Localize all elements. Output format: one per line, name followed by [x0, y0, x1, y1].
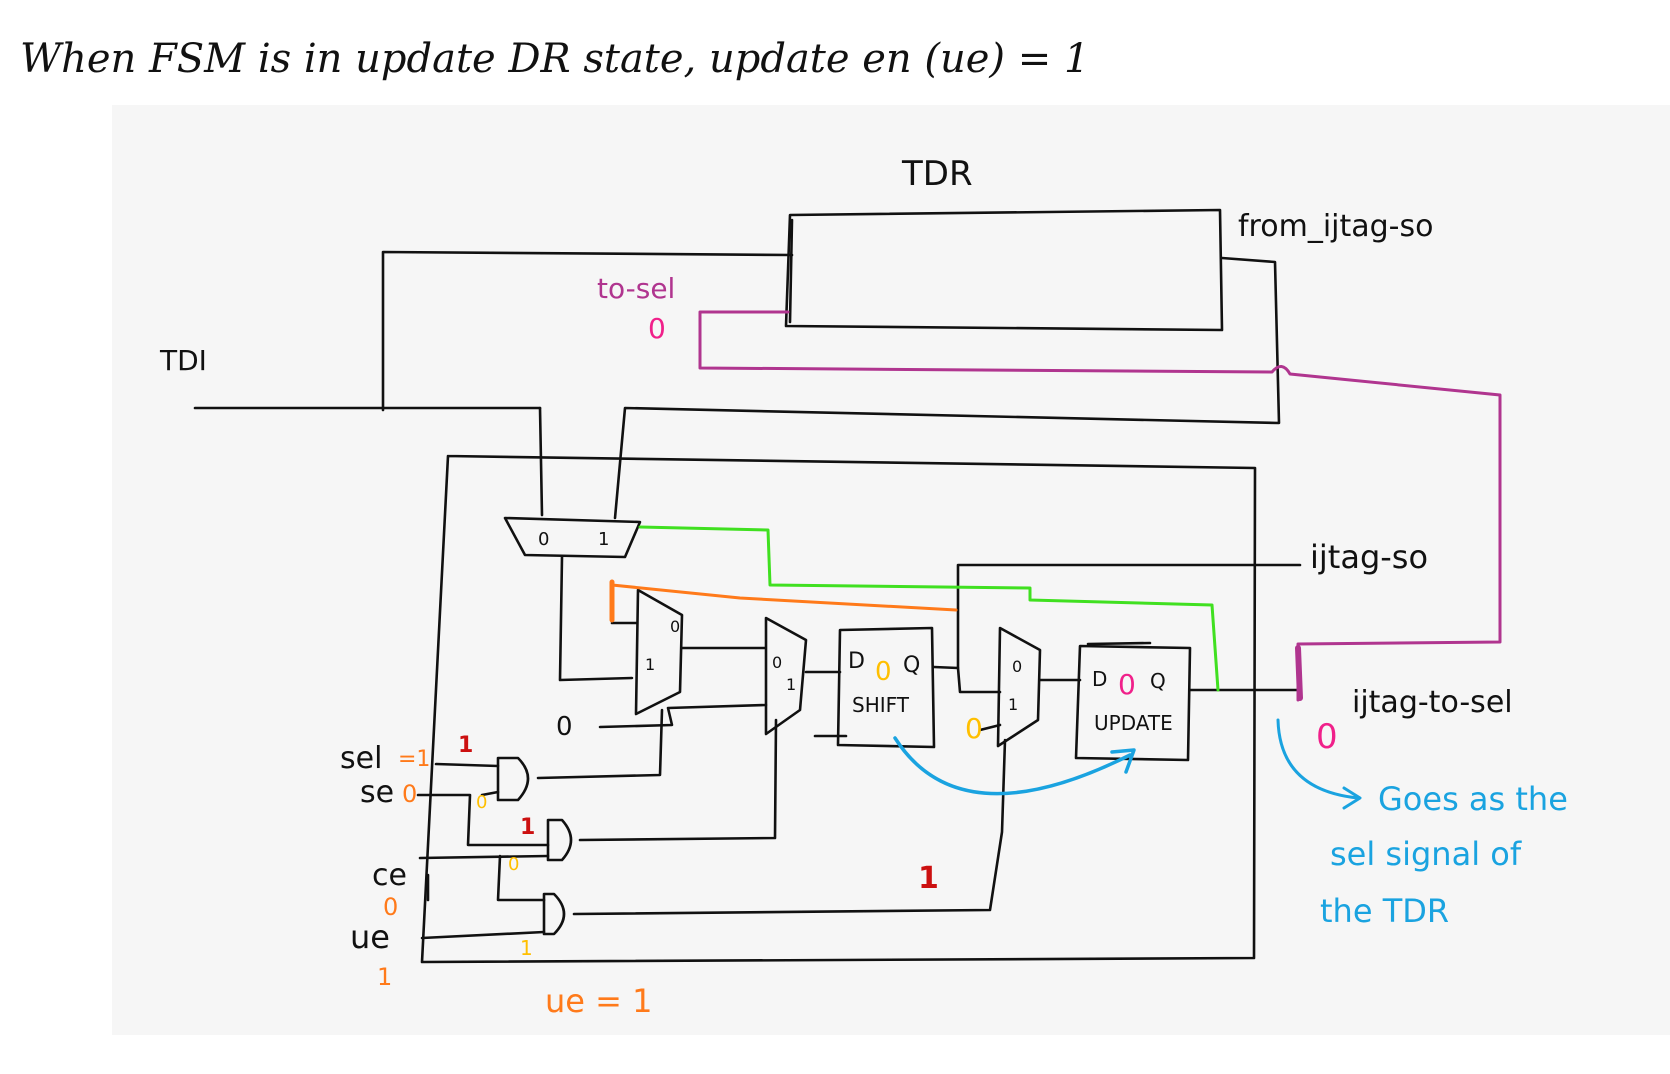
se-value: 0	[402, 780, 417, 808]
and1-out-wire	[536, 708, 664, 780]
and2-in-b-mark: 0	[508, 854, 519, 875]
ue-value: 1	[377, 963, 392, 991]
ce-branch-wire	[496, 854, 546, 902]
tdi-up-wire	[381, 250, 794, 412]
shift-q-label: Q	[903, 653, 920, 678]
mux-a-in1: 1	[645, 655, 655, 674]
and-gate-2	[546, 818, 573, 862]
update-q-label: Q	[1150, 669, 1166, 693]
and3-out-wire	[572, 738, 1007, 916]
sel-label: sel	[340, 741, 382, 776]
se-branch-wire	[480, 790, 500, 797]
shift-to-update-arrow	[893, 736, 1132, 796]
update-mux-feedback	[978, 723, 1002, 732]
tdi-down-wire	[538, 406, 544, 517]
mux-b-in0: 0	[772, 653, 782, 672]
ce-value: 0	[383, 893, 398, 921]
shift-flop-box	[836, 626, 936, 749]
ue-wire	[420, 930, 546, 940]
zero-input-wire	[598, 703, 768, 729]
sel-wire	[434, 762, 500, 768]
cell-outer-box	[420, 454, 1257, 964]
annotation-arrow	[1276, 718, 1360, 800]
mux-c-in1: 1	[1008, 695, 1018, 714]
magenta-to-sel-loop	[698, 310, 1502, 702]
ce-label: ce	[372, 858, 407, 893]
and2-out-wire	[578, 718, 778, 842]
annotation-arrowhead	[1342, 786, 1362, 810]
page-title: When FSM is in update DR state, update e…	[20, 36, 1089, 82]
mux-c-in0: 0	[1012, 657, 1022, 676]
tdr-left-tick	[788, 218, 794, 324]
to-sel-label: to-sel	[597, 272, 675, 305]
sel-value: =1	[398, 747, 430, 772]
tdr-label: TDR	[901, 154, 973, 194]
ue-equals-label: ue = 1	[545, 982, 652, 1020]
from-ijtag-so-wire	[613, 256, 1281, 520]
mux-top-output-wire	[558, 555, 634, 682]
mux-top-in1: 1	[598, 529, 609, 550]
zero-input-label: 0	[556, 712, 573, 742]
sel-mark: 1	[458, 733, 473, 758]
update-mux-sel-mark: 1	[918, 861, 939, 896]
ce-wire	[418, 854, 550, 860]
update-value: 0	[1118, 668, 1136, 701]
annotation-line-3: the TDR	[1320, 892, 1449, 930]
mux-b-in1: 1	[786, 675, 796, 694]
black-wiring	[193, 208, 1302, 964]
diagram-panel	[112, 105, 1670, 1035]
mux-a-shape	[634, 588, 684, 716]
to-sel-value: 0	[648, 312, 666, 345]
ijtag-to-sel-value: 0	[1316, 717, 1338, 757]
update-name: UPDATE	[1094, 711, 1173, 735]
update-flop-top	[1086, 641, 1152, 646]
mux-top-in0: 0	[538, 529, 549, 550]
mux-a-in0: 0	[670, 617, 680, 636]
annotation-line-2: sel signal of	[1330, 835, 1522, 873]
ue-label: ue	[350, 918, 390, 956]
tdi-label: TDI	[159, 344, 207, 377]
shift-name: SHIFT	[852, 693, 910, 717]
tdr-register-box	[784, 208, 1224, 332]
ijtag-to-sel-label: ijtag-to-sel	[1352, 685, 1513, 720]
and3-in-mark: 1	[520, 936, 533, 960]
se-wire	[416, 793, 550, 847]
mux-top-shape	[503, 516, 642, 559]
shift-q-wire	[932, 563, 1302, 670]
shift-q-down	[956, 666, 1002, 694]
shift-value: 0	[875, 657, 892, 687]
update-mux-in-mark: 0	[965, 712, 983, 745]
se-label: se	[360, 775, 394, 810]
magenta-ijtag-to-sel-bar	[1295, 645, 1303, 701]
update-flop-box	[1074, 644, 1192, 762]
from-ijtag-so-label: from_ijtag-so	[1238, 209, 1433, 244]
and-gate-1	[496, 756, 530, 802]
green-feedback-wire	[638, 525, 1220, 692]
ijtag-so-label: ijtag-so	[1310, 538, 1428, 576]
orange-ce-wire	[610, 583, 958, 612]
shift-d-label: D	[848, 649, 865, 674]
mux-b-shape	[764, 616, 808, 736]
mux-c-shape	[996, 626, 1042, 748]
annotation-line-1: Goes as the	[1378, 780, 1568, 818]
and-gate-3	[542, 892, 566, 936]
update-d-label: D	[1092, 667, 1107, 691]
and2-in-mark: 1	[520, 815, 535, 840]
shift-to-update-arrowhead	[1110, 748, 1136, 774]
and1-out-mark: 0	[476, 792, 487, 813]
